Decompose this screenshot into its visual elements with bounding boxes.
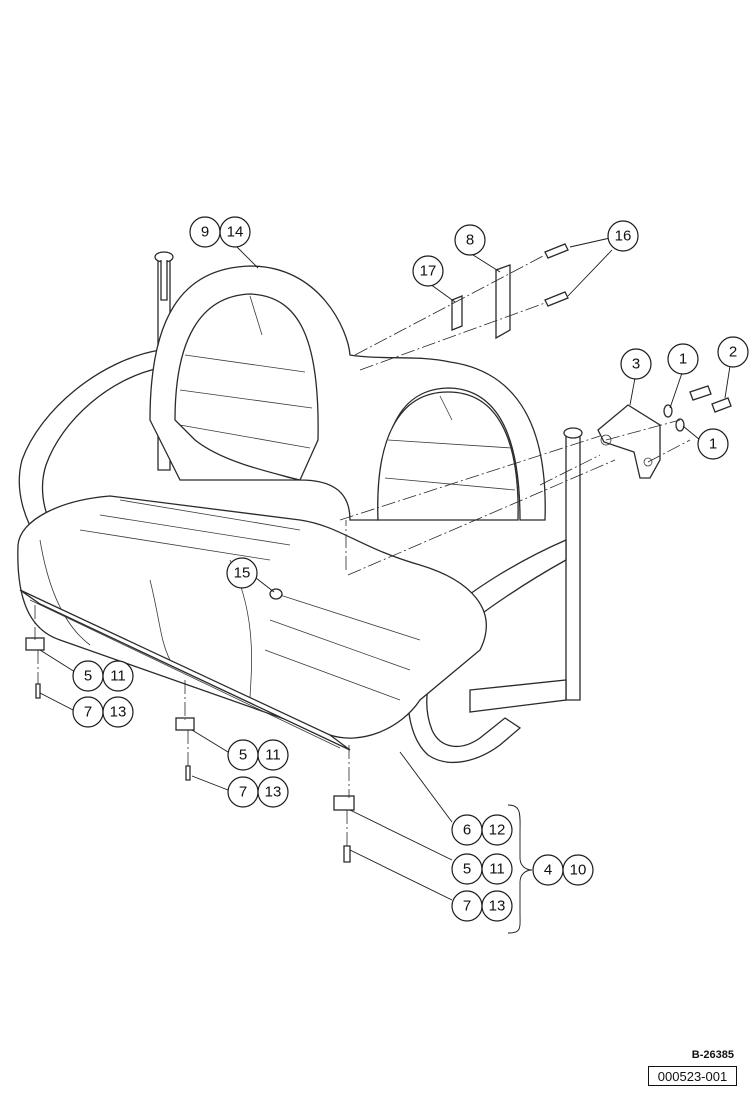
svg-text:6: 6 xyxy=(463,822,471,839)
svg-text:16: 16 xyxy=(615,228,632,245)
svg-text:7: 7 xyxy=(239,784,247,801)
svg-text:1: 1 xyxy=(709,436,717,453)
callout-2: 2 xyxy=(717,336,749,368)
svg-text:8: 8 xyxy=(466,232,474,249)
side-bracket xyxy=(597,404,661,479)
svg-text:17: 17 xyxy=(420,263,437,280)
callout-6: 6 xyxy=(451,814,483,846)
callout-7-right: 7 xyxy=(451,890,483,922)
seat-cushion xyxy=(17,495,487,751)
svg-text:5: 5 xyxy=(463,861,471,878)
svg-text:2: 2 xyxy=(729,344,737,361)
svg-text:3: 3 xyxy=(632,356,640,373)
document-number: 000523-001 xyxy=(648,1066,737,1086)
callout-13-middle: 13 xyxy=(257,776,289,808)
svg-text:15: 15 xyxy=(234,565,251,582)
callout-5-middle: 5 xyxy=(227,739,259,771)
callout-1-bottom: 1 xyxy=(697,428,729,460)
callout-9: 9 xyxy=(189,216,221,248)
drawing-number: B-26385 xyxy=(691,1049,734,1061)
svg-text:11: 11 xyxy=(265,747,281,764)
callout-16: 16 xyxy=(607,220,639,252)
callout-14: 14 xyxy=(219,216,251,248)
rear-bracket xyxy=(451,264,511,340)
callout-12: 12 xyxy=(481,814,513,846)
callout-13-left: 13 xyxy=(102,696,134,728)
svg-text:5: 5 xyxy=(239,747,247,764)
callout-1-top: 1 xyxy=(667,343,699,375)
callout-7-left: 7 xyxy=(72,696,104,728)
callout-17: 17 xyxy=(412,255,444,287)
svg-text:13: 13 xyxy=(489,898,506,915)
callout-13-right: 13 xyxy=(481,890,513,922)
svg-text:4: 4 xyxy=(544,862,552,879)
svg-text:11: 11 xyxy=(489,861,505,878)
svg-text:1: 1 xyxy=(679,351,687,368)
callout-10: 10 xyxy=(562,854,594,886)
assembly-lines xyxy=(34,254,691,846)
svg-text:13: 13 xyxy=(110,704,127,721)
svg-text:10: 10 xyxy=(570,862,587,879)
svg-text:9: 9 xyxy=(201,224,209,241)
svg-text:12: 12 xyxy=(489,822,506,839)
callout-5-left: 5 xyxy=(72,660,104,692)
seat-back xyxy=(149,265,546,521)
callout-3: 3 xyxy=(620,348,652,380)
callout-5-right: 5 xyxy=(451,853,483,885)
leader-lines xyxy=(39,237,731,934)
callout-4: 4 xyxy=(532,854,564,886)
callout-8: 8 xyxy=(454,224,486,256)
callout-11-right: 11 xyxy=(481,853,513,885)
svg-text:14: 14 xyxy=(227,224,244,241)
callout-11-middle: 11 xyxy=(257,739,289,771)
callout-15: 15 xyxy=(226,557,258,589)
svg-text:7: 7 xyxy=(463,898,471,915)
callout-7-middle: 7 xyxy=(227,776,259,808)
svg-text:7: 7 xyxy=(84,704,92,721)
svg-text:13: 13 xyxy=(265,784,282,801)
svg-text:5: 5 xyxy=(84,668,92,685)
callout-11-left: 11 xyxy=(102,660,134,692)
svg-text:11: 11 xyxy=(110,668,126,685)
